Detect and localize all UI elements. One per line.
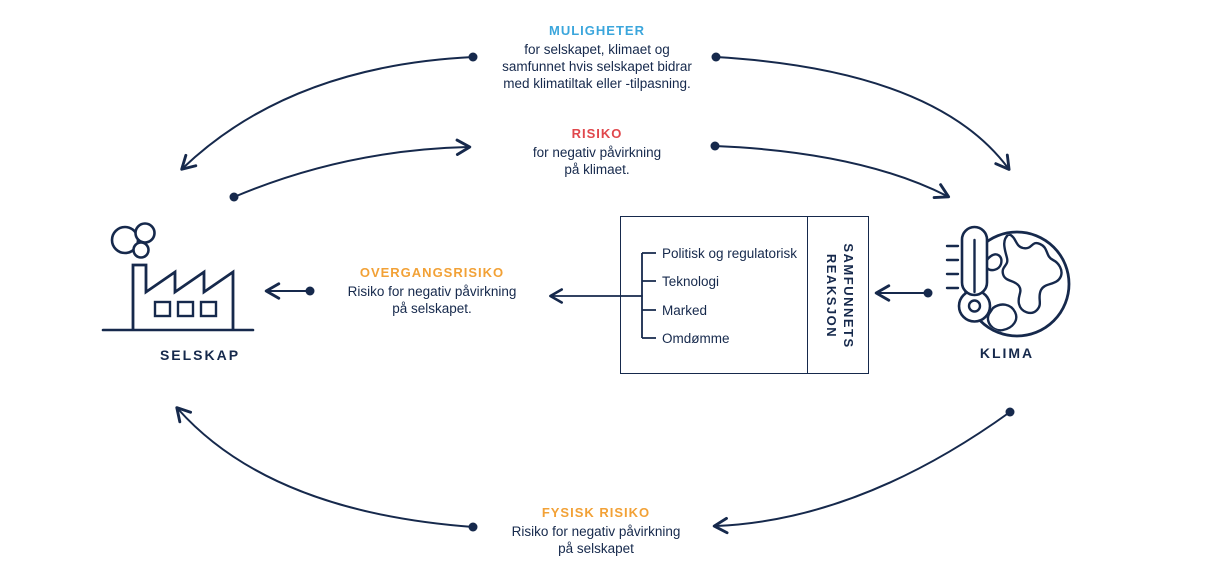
overgangsrisiko-heading: OVERGANGSRISIKO xyxy=(359,265,505,280)
overgangsrisiko-origin-dot xyxy=(305,286,315,296)
klima-label: KLIMA xyxy=(979,345,1035,361)
samfunnets-reaksjon-label-line2: REAKSJON xyxy=(824,253,839,339)
risiko-arrow-to-klima xyxy=(714,145,951,199)
risiko-left-origin-dot xyxy=(229,192,239,202)
factory-smoke-puff xyxy=(134,222,156,244)
samfunnets-reaksjon-label-line1: SAMFUNNETS xyxy=(841,243,856,349)
globe-thermometer-icon xyxy=(945,225,1071,338)
muligheter-right-origin-dot xyxy=(711,52,721,62)
risiko-heading: RISIKO xyxy=(571,126,623,141)
box-item-teknologi: Teknologi xyxy=(662,274,720,289)
muligheter-arrow-to-klima xyxy=(715,56,1011,171)
thermometer xyxy=(945,225,992,323)
fysisk-risiko-block: FYSISK RISIKO Risiko for negativ påvirkn… xyxy=(446,505,746,557)
fysisk-risiko-line: Risiko for negativ påvirkning xyxy=(511,524,681,539)
factory-window xyxy=(199,300,218,318)
risiko-right-origin-dot xyxy=(710,141,720,151)
bracket-stubs xyxy=(642,252,656,339)
factory-window xyxy=(153,300,172,318)
fysisk-risiko-line: på selskapet xyxy=(558,541,634,556)
fysisk-risiko-arrow-from-klima xyxy=(712,411,1011,535)
box-item-politisk: Politisk og regulatorisk xyxy=(662,246,798,261)
muligheter-arrow-to-selskap xyxy=(180,56,474,171)
risiko-line: for negativ påvirkning xyxy=(532,145,662,160)
risiko-block: RISIKO for negativ påvirkning på klimaet… xyxy=(447,126,747,178)
box-item-omdomme: Omdømme xyxy=(662,331,730,346)
samfunnets-reaksjon-label: SAMFUNNETS REAKSJON xyxy=(821,216,857,376)
thermometer-ticks xyxy=(945,244,960,290)
overgangsrisiko-block: OVERGANGSRISIKO Risiko for negativ påvir… xyxy=(282,265,582,317)
fysisk-risiko-heading: FYSISK RISIKO xyxy=(541,505,651,520)
fysisk-left-origin-dot xyxy=(468,522,478,532)
box-item-marked: Marked xyxy=(662,303,708,318)
klima-origin-dot xyxy=(923,288,933,298)
muligheter-line: med klimatiltak eller -tilpasning. xyxy=(503,76,691,91)
muligheter-block: MULIGHETER for selskapet, klimaet og sam… xyxy=(417,23,777,92)
risiko-arrow-from-selskap xyxy=(233,138,472,198)
factory-building-outline xyxy=(131,263,235,330)
fysisk-risiko-arrow-to-selskap xyxy=(175,406,474,528)
muligheter-line: for selskapet, klimaet og xyxy=(524,42,670,57)
thermometer-bulb-center xyxy=(967,299,982,313)
risiko-line: på klimaet. xyxy=(564,162,630,177)
overgangsrisiko-line: på selskapet. xyxy=(392,301,472,316)
overgangsrisiko-line: Risiko for negativ påvirkning xyxy=(347,284,517,299)
samfunnets-reaksjon-box: Politisk og regulatorisk Teknologi Marke… xyxy=(620,216,869,374)
factory-window xyxy=(176,300,195,318)
selskap-label: SELSKAP xyxy=(159,347,241,363)
muligheter-left-origin-dot xyxy=(468,52,478,62)
muligheter-line: samfunnet hvis selskapet bidrar xyxy=(502,59,692,74)
factory-icon xyxy=(101,222,255,332)
fysisk-right-origin-dot xyxy=(1005,407,1015,417)
muligheter-heading: MULIGHETER xyxy=(549,23,645,38)
box-divider xyxy=(807,217,868,373)
factory-smoke-puff xyxy=(132,241,150,259)
